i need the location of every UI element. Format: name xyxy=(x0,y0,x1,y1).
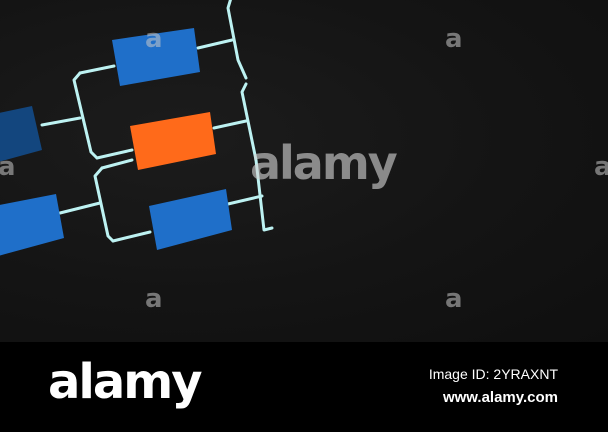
footer-logo: alamy xyxy=(48,354,203,410)
watermark-mark: a xyxy=(145,24,163,54)
connector-line-box-highlight-out xyxy=(212,119,248,130)
watermark-mark: a xyxy=(145,284,163,314)
connector-line-stub-upper xyxy=(40,116,82,127)
footer-bar: alamy Image ID: 2YRAXNT www.alamy.com xyxy=(0,342,608,432)
bracket-box-top xyxy=(112,28,200,86)
connector-line-box-top-out xyxy=(196,38,234,50)
watermark-center: alamy xyxy=(250,136,398,190)
watermark-mark: a xyxy=(445,24,463,54)
bracket-scene: a a a a a a alamy xyxy=(0,0,608,342)
watermark-mark: a xyxy=(445,284,463,314)
connector-line-bracket-lower xyxy=(93,166,115,243)
site-url-label: www.alamy.com xyxy=(442,389,558,406)
connector-line-to-box-top xyxy=(78,64,116,75)
tournament-bracket xyxy=(0,0,274,256)
bracket-box-bottom xyxy=(149,189,232,250)
bracket-box-left-upper xyxy=(0,106,42,162)
bracket-box-highlight xyxy=(130,112,216,170)
watermark-mark: a xyxy=(594,152,608,182)
connector-line-to-box-highlight xyxy=(95,148,134,160)
connector-line-lower-join xyxy=(100,158,134,170)
connector-line-stub-lower xyxy=(58,201,102,215)
connector-line-box-bottom-out xyxy=(226,194,264,206)
connector-line-top-right xyxy=(226,0,248,80)
bracket-box-left-lower xyxy=(0,194,64,256)
bracket-connectors xyxy=(40,0,274,243)
watermark-mark: a xyxy=(0,152,16,182)
connector-line-to-box-bottom xyxy=(111,230,152,243)
connector-line-bracket-upper xyxy=(72,71,99,160)
image-id-label: Image ID: 2YRAXNT xyxy=(428,366,558,382)
connector-line-bracket-right xyxy=(240,82,274,232)
